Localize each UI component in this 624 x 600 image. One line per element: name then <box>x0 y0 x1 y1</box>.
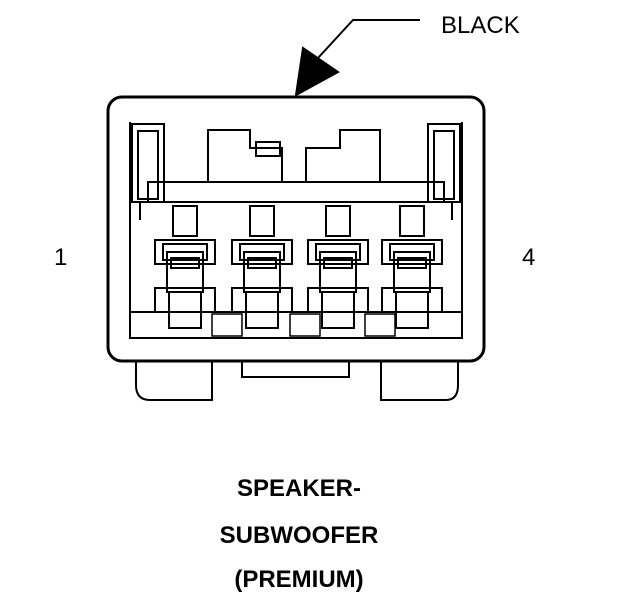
caption-line-1: SPEAKER- <box>236 475 362 502</box>
terminal-crossbar <box>139 181 453 220</box>
pin-number-last: 4 <box>522 244 536 271</box>
terminal-cavity-3 <box>307 205 369 329</box>
terminal-cavity-4 <box>381 205 443 329</box>
caption-line-2: SUBWOOFER <box>219 522 379 549</box>
wire-color-label: BLACK <box>441 12 520 39</box>
caption-line-3: (PREMIUM) <box>234 566 364 593</box>
terminal-row <box>154 205 443 329</box>
center-tab <box>241 360 350 378</box>
left-foot <box>135 361 213 401</box>
leader-arrow <box>294 19 420 97</box>
pin-number-first: 1 <box>54 244 68 271</box>
center-lock <box>207 129 381 182</box>
terminal-cavity-2 <box>231 205 293 329</box>
inner-cavity <box>129 122 463 339</box>
right-foot <box>380 361 459 401</box>
terminal-cavity-1 <box>154 205 216 329</box>
